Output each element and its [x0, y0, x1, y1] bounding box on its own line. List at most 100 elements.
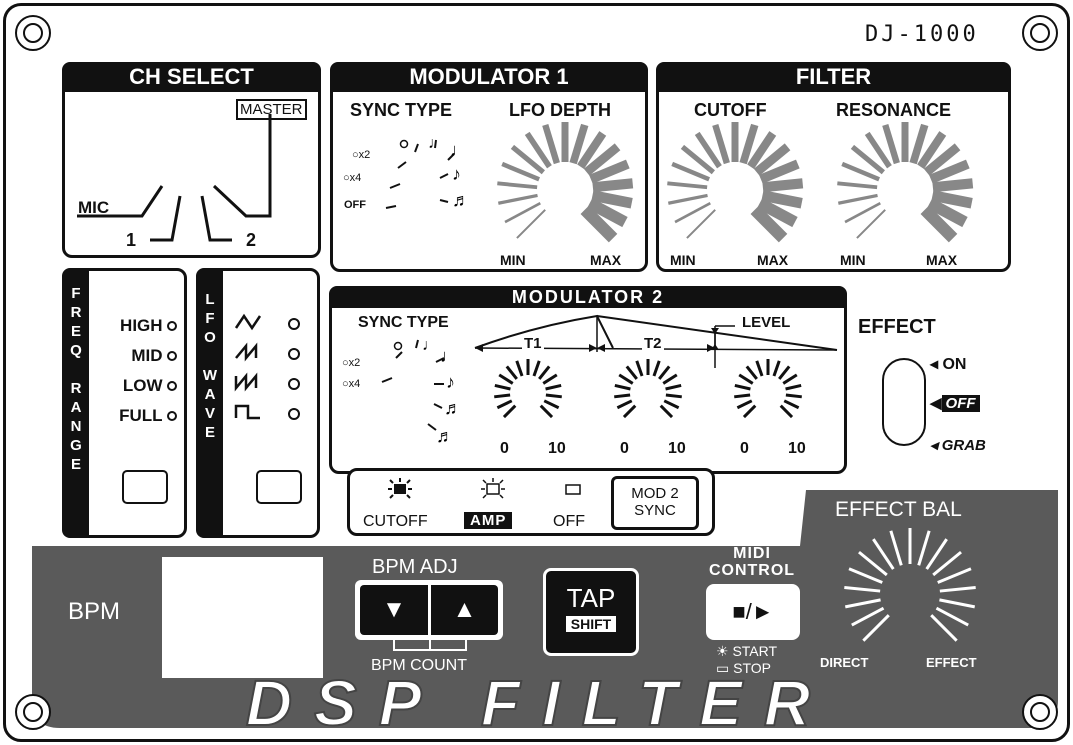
knob-tick [856, 209, 886, 239]
resonance-label: RESONANCE [836, 100, 952, 120]
knob-tick [750, 205, 788, 243]
knob-tick [837, 181, 878, 190]
freq-range-button[interactable] [122, 470, 168, 504]
effect-off-label: ◀OFF [930, 394, 980, 412]
knob-tick [652, 360, 661, 377]
knob-tick [539, 404, 554, 419]
dsp-filter-logo: DSP FILTER [245, 667, 833, 739]
knob-tick [759, 159, 800, 184]
knob-tick [686, 209, 716, 239]
mod2-x4-label: ○x4 [342, 378, 361, 390]
tap-button[interactable]: TAP SHIFT [543, 568, 639, 656]
cutoff-label: CUTOFF [694, 100, 767, 120]
knob-tick [658, 365, 671, 380]
freq-full-option[interactable]: FULL [92, 406, 177, 426]
knob-tick [782, 373, 798, 385]
knob-tick [592, 178, 634, 193]
ch-select-panel [62, 62, 321, 258]
t2-max-label: 10 [668, 440, 686, 457]
knob-tick [772, 360, 781, 377]
knob-tick [616, 399, 633, 410]
knob-tick [930, 614, 958, 642]
knob-tick [742, 404, 757, 419]
amp-mode-led-icon [481, 478, 505, 499]
knob-tick [665, 393, 682, 399]
knob-tick [844, 202, 881, 224]
mod2-sync-button[interactable]: MOD 2 SYNC [611, 476, 699, 530]
cutoff-mode-led-icon [388, 478, 412, 499]
knob-tick [532, 360, 541, 377]
t1-knob[interactable] [488, 355, 568, 435]
led-icon [167, 381, 177, 391]
lfo-wave-button[interactable] [256, 470, 302, 504]
knob-tick [872, 538, 895, 570]
level-max-label: 10 [788, 440, 806, 457]
knob-tick [858, 550, 888, 577]
knob-tick [738, 373, 754, 385]
knob-tick [850, 144, 885, 175]
modulator2-title: MODULATOR 2 [329, 286, 847, 308]
screw-bottom-left-icon [15, 694, 51, 730]
saw-up-wave-icon [235, 342, 300, 362]
knob-tick [671, 161, 710, 182]
knob-tick [497, 193, 538, 205]
knob-tick [494, 383, 511, 391]
knob-tick [569, 123, 589, 165]
square-wave-icon [234, 404, 300, 420]
midi-stop-label: ▭ STOP [716, 660, 771, 676]
knob-tick [851, 606, 885, 627]
knob-tick [614, 383, 631, 391]
knob-tick [882, 124, 900, 165]
bpm-down-button[interactable]: ▼ [360, 585, 428, 635]
t2-knob[interactable] [608, 355, 688, 435]
knob-tick [939, 586, 976, 593]
level-label: LEVEL [742, 314, 791, 331]
knob-tick [680, 144, 715, 175]
knob-tick [498, 373, 514, 385]
mod2-sync-type-selector[interactable]: ♩ ♩ ♪ ♬ ♬ [340, 332, 480, 452]
effect-bal-knob[interactable] [830, 522, 990, 662]
ch-select-switch-diagram [77, 114, 272, 242]
mod1-sync-type-selector[interactable]: ♩ ♩ ♪ ♬ [330, 120, 480, 220]
knob-tick [785, 383, 802, 391]
mod1-x2-label: ○x2 [352, 149, 371, 161]
model-name: DJ-1000 [865, 22, 979, 47]
bpm-label: BPM [68, 598, 121, 625]
midi-play-stop-button[interactable]: ■/► [706, 584, 800, 640]
bpm-up-button[interactable]: ▲ [431, 585, 498, 635]
freq-high-option[interactable]: HIGH [92, 316, 177, 336]
knob-tick [761, 190, 803, 209]
knob-tick [841, 161, 880, 182]
knob-tick [712, 124, 730, 165]
effect-switch[interactable] [882, 358, 926, 446]
knob-tick [497, 181, 538, 190]
freq-low-option[interactable]: LOW [92, 376, 177, 396]
effect-grab-label: ◂ GRAB [930, 437, 986, 454]
level-knob[interactable] [728, 355, 808, 435]
freq-mid-option[interactable]: MID [92, 346, 177, 366]
lfo-wave-options[interactable] [232, 310, 312, 430]
cutoff-knob[interactable] [660, 120, 810, 250]
knob-tick [502, 404, 517, 419]
screw-top-left-icon [15, 15, 51, 51]
knob-tick [734, 383, 751, 391]
knob-tick [734, 393, 751, 399]
mod2-sync-line1: MOD 2 [631, 485, 679, 502]
knob-tick [625, 365, 638, 380]
t2-min-label: 0 [620, 440, 629, 457]
resonance-max-label: MAX [926, 252, 958, 268]
knob-tick [524, 131, 552, 169]
knob-tick [927, 198, 968, 228]
ch-select-title: CH SELECT [62, 62, 321, 92]
knob-tick [736, 399, 753, 410]
lfo-depth-knob[interactable] [490, 120, 640, 250]
mod1-min-label: MIN [500, 252, 526, 268]
bpm-adj-label: BPM ADJ [372, 556, 458, 578]
ch2-label: 2 [246, 230, 257, 250]
knob-tick [753, 143, 791, 176]
effect-bal-effect-label: EFFECT [926, 655, 977, 670]
knob-tick [591, 190, 633, 209]
t2-label: T2 [642, 335, 664, 352]
resonance-knob[interactable] [830, 120, 980, 250]
